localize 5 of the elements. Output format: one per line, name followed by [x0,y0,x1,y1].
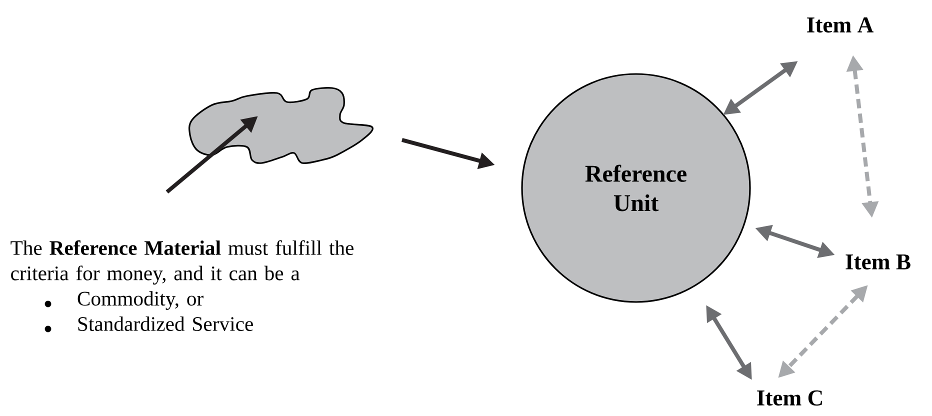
item-label: Item A [807,17,874,33]
item-label: Item C [757,390,822,406]
blob-shape [188,87,374,164]
description-text: The Reference Material must fulfill the criteria for money, and it can be a Commodity, or Standardized Service [10,240,354,332]
item-label: Item B [846,254,910,270]
